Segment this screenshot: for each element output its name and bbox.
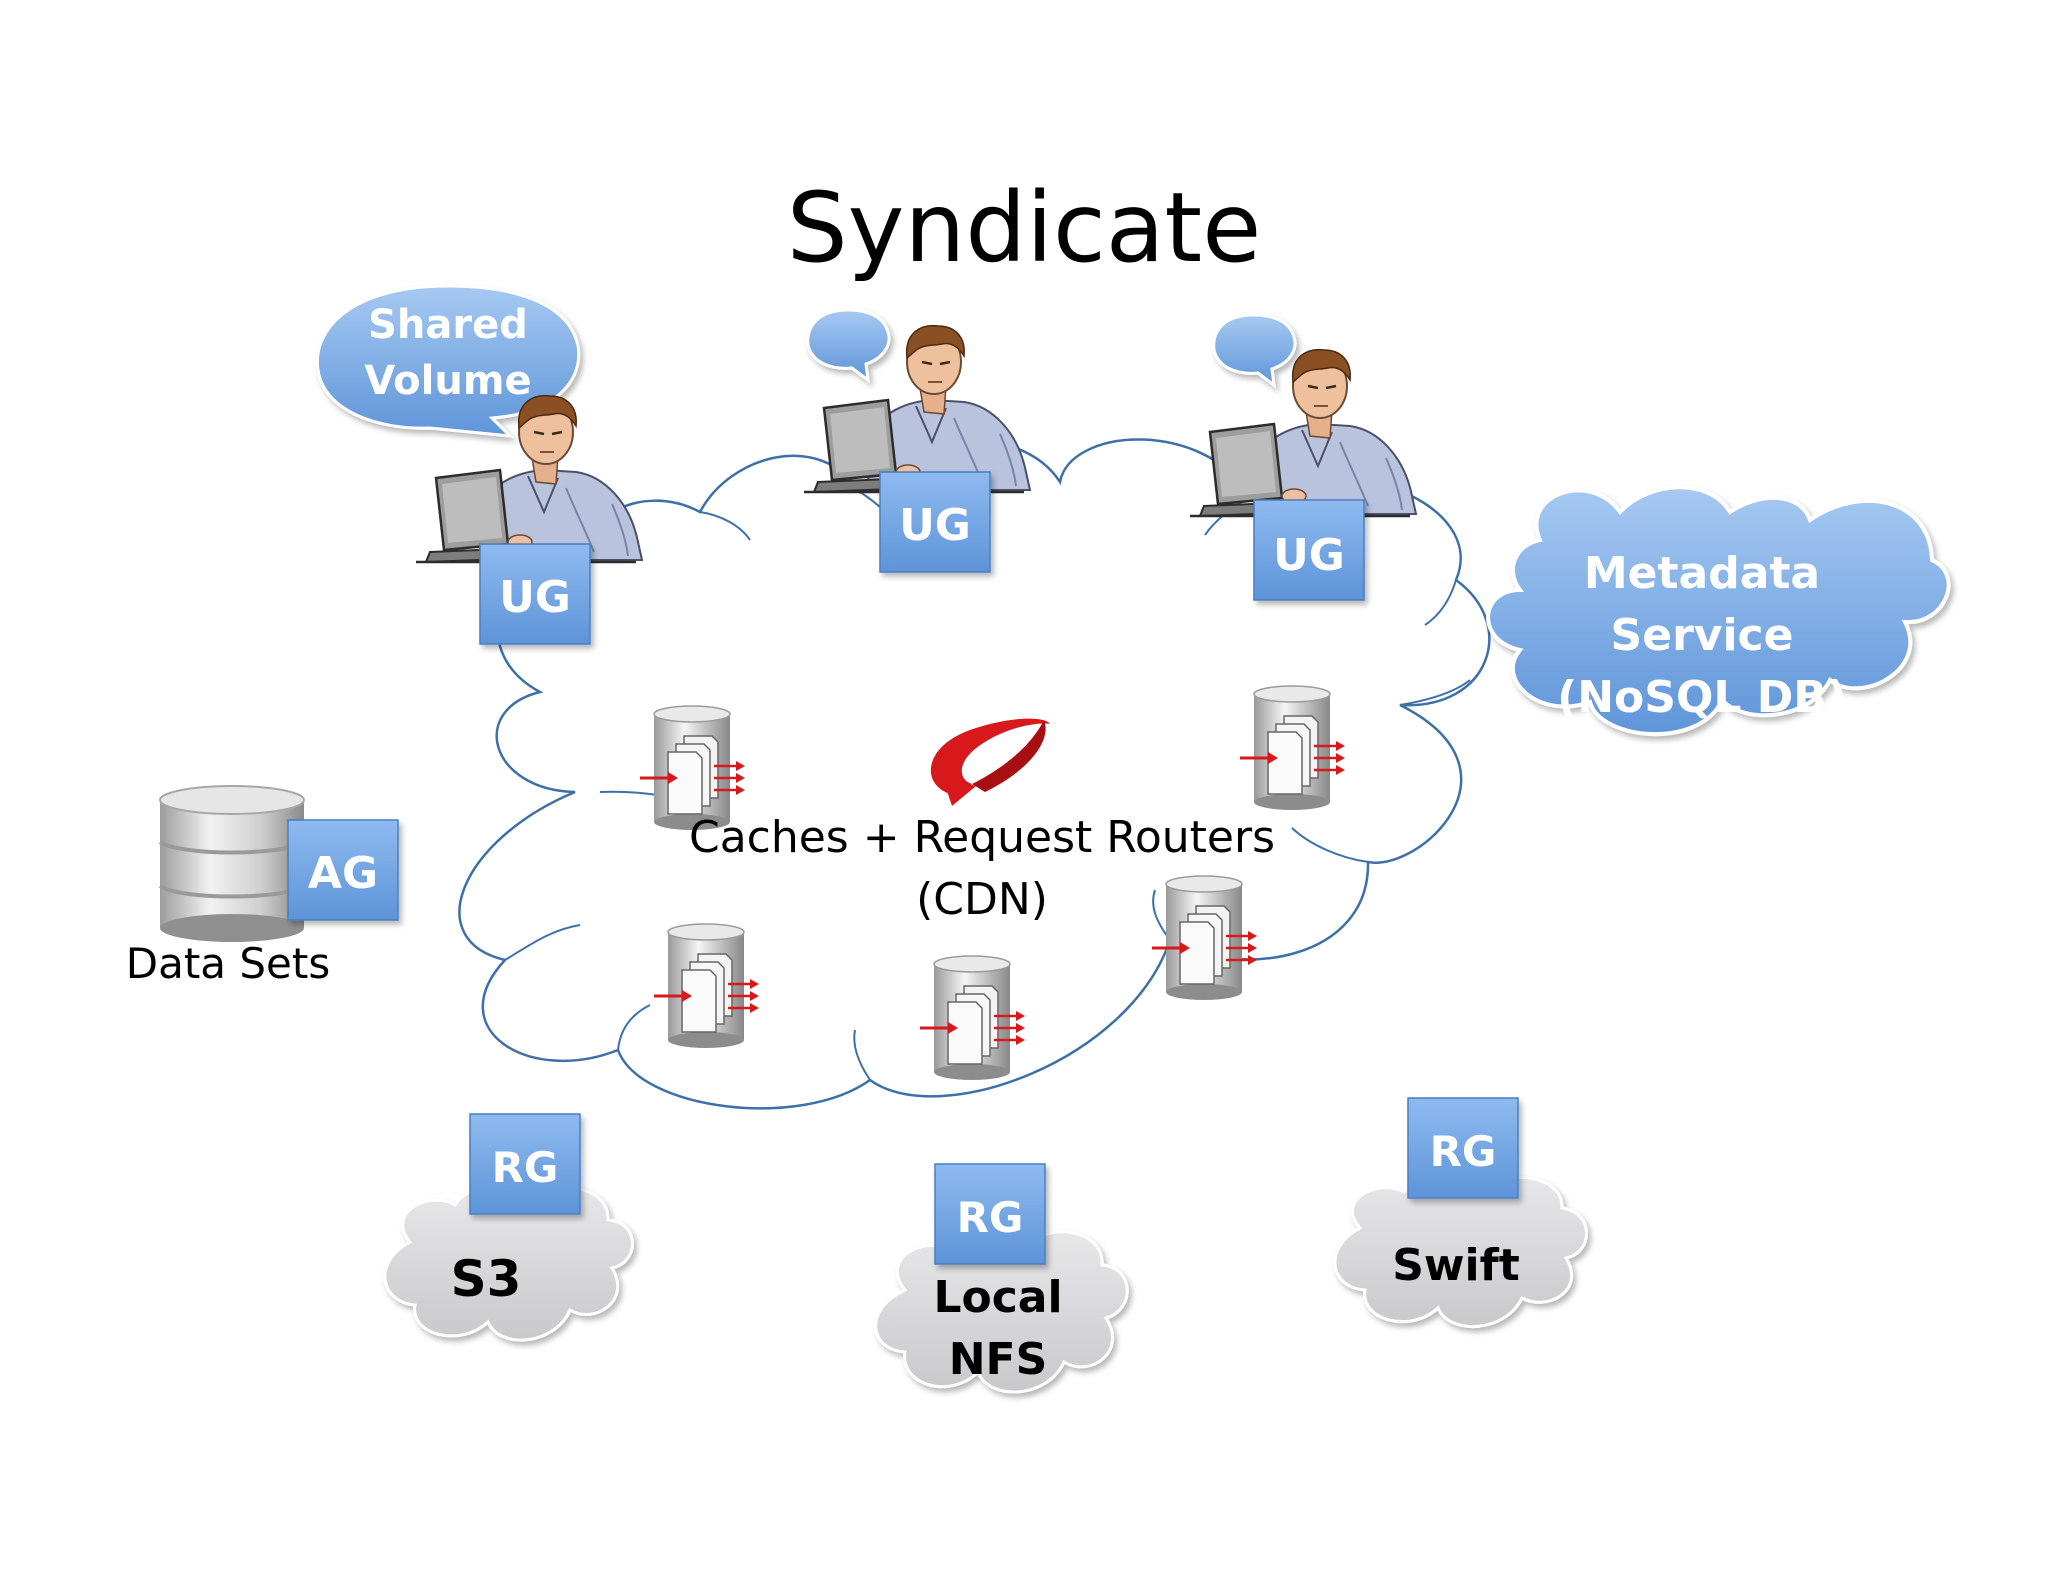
replica-gateway-box: RG [469,1113,581,1215]
local-nfs-label-line1: Local [933,1272,1062,1323]
request-router-swoosh-icon [930,718,1050,806]
rg-label: RG [957,1193,1024,1242]
replica-gateway-box: RG [934,1163,1046,1265]
rg-label: RG [492,1143,559,1192]
ag-label: AG [308,848,378,899]
metadata-label-line2: Service [1611,610,1794,661]
empty-speech-bubble [1212,313,1297,389]
cdn-label-line1: Caches + Request Routers [689,812,1275,863]
metadata-service-cloud [1486,485,1951,736]
bubble-label-line1: Shared [368,302,528,348]
cdn-label-line2: (CDN) [916,874,1048,925]
user-gateway-box: UG [879,471,991,573]
cache-router-icon [1238,684,1347,812]
metadata-label-line3: (NoSQL DB) [1557,672,1847,723]
s3-label: S3 [451,1250,522,1308]
acquisition-gateway-box: AG [287,819,399,921]
shared-volume-speech-bubble [315,284,581,438]
data-sets-label: Data Sets [126,939,330,988]
cache-router-icon [652,922,761,1050]
diagram-title: Syndicate [786,172,1262,284]
ug-label: UG [899,500,971,551]
local-nfs-label-line2: NFS [949,1334,1048,1385]
replica-gateway-box: RG [1407,1097,1519,1199]
bubble-label-line2: Volume [364,358,531,404]
ug-label: UG [499,572,571,623]
metadata-label-line1: Metadata [1584,548,1820,599]
rg-label: RG [1430,1127,1497,1176]
user-at-laptop-icon [1188,348,1418,518]
empty-speech-bubble [806,308,891,384]
database-icon [158,785,306,942]
cache-router-icon [918,954,1027,1082]
ug-label: UG [1273,530,1345,581]
user-gateway-box: UG [479,543,591,645]
swift-label: Swift [1392,1240,1520,1291]
user-gateway-box: UG [1253,499,1365,601]
cache-router-icon [1150,874,1259,1002]
